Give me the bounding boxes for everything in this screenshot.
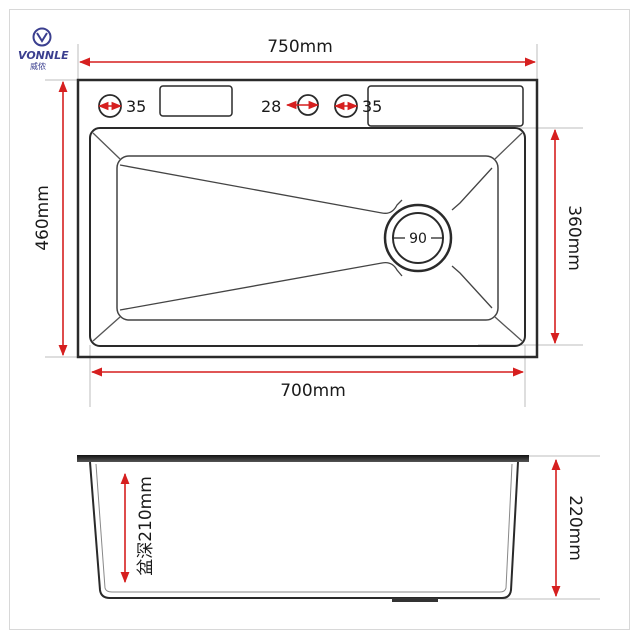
side-view-rim: [77, 455, 529, 462]
side-view-bowl-inner: [95, 463, 513, 593]
tap-hole-middle: 28: [261, 94, 320, 116]
basin-depth-label: 盆深210mm: [136, 476, 156, 576]
side-view-drain-pipe: [392, 598, 438, 602]
brand-subtitle: 威侬: [30, 61, 46, 71]
drawing-frame: [9, 9, 630, 630]
slope-line-upper: [119, 164, 403, 214]
side-view-bowl-outer: [89, 461, 519, 599]
inner-depth-label: 360mm: [564, 205, 584, 271]
basin-corner-bevels: [92, 132, 523, 342]
sink-basin-floor: [116, 155, 499, 321]
slope-line-right-upper: [451, 167, 493, 211]
tap-hole-right-label: 35: [362, 97, 382, 116]
brand-name: VONNLE: [18, 49, 69, 62]
accessory-panel-slot: [367, 85, 524, 127]
sink-basin-outline: [89, 127, 526, 347]
logo-emblem-icon: [32, 27, 52, 47]
drain-size-label: 90: [409, 231, 427, 247]
brand-logo: VONNLE 威侬: [18, 27, 69, 71]
sink-outer-rim: [76, 78, 539, 359]
tap-hole-left: 35: [97, 94, 146, 118]
tap-hole-left-label: 35: [126, 97, 146, 116]
total-height-label: 220mm: [565, 495, 585, 561]
logo-v-mark-icon: [36, 32, 48, 43]
slope-line-right-lower: [451, 265, 493, 309]
tap-hole-middle-label: 28: [261, 97, 281, 116]
soap-dispenser-slot: [159, 85, 233, 117]
total-width-label: 750mm: [267, 37, 333, 57]
drain-outlet: 90: [383, 203, 453, 273]
inner-width-label: 700mm: [280, 381, 346, 401]
tap-hole-right: 35: [333, 94, 382, 118]
slope-line-lower: [119, 262, 403, 311]
total-depth-label: 460mm: [33, 185, 53, 251]
